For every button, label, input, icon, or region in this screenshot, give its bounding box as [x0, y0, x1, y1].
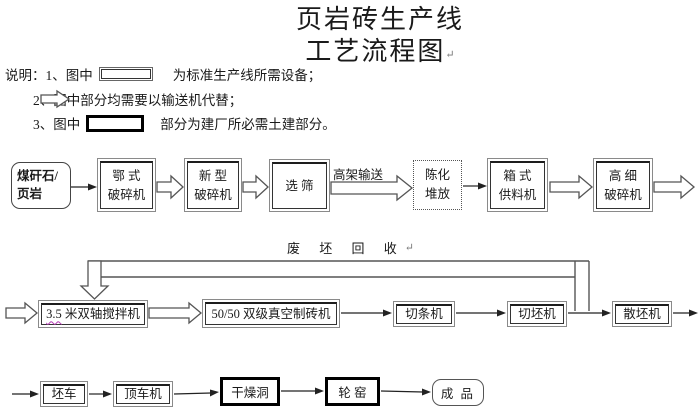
node-new-crusher: 新 型破碎机	[184, 158, 242, 212]
arrow-aging-to-feeder	[463, 182, 487, 190]
arrow-row3-entry	[12, 390, 39, 398]
node-jaw-crusher: 鄂 式破碎机	[97, 158, 156, 212]
hollow-arrow-mixer-to-vacuum	[148, 301, 203, 325]
node-brick-cart: 坯车	[40, 381, 88, 407]
legend-intro: 说明：	[5, 68, 46, 83]
legend-1-post: 为标准生产线所需设备；	[172, 68, 322, 83]
node-box-feeder: 箱 式供料机	[487, 158, 548, 212]
title-line2: 工艺流程图↵	[305, 36, 455, 66]
legend-2-post: 部分均需要以输送机代替；	[80, 93, 243, 108]
title-line1: 页岩砖生产线	[295, 5, 464, 34]
arrow-spreader-exit	[673, 309, 698, 317]
node-screen: 选 筛	[269, 159, 330, 212]
hollow-arrow-jaw-to-new	[156, 174, 184, 200]
civil-box-symbol	[86, 114, 145, 132]
legend-1-pre: 图中	[65, 68, 93, 83]
legend-3-pre: 图中	[53, 117, 81, 132]
node-strip-cutter: 切条机	[393, 301, 455, 327]
arrow-source-to-jaw	[71, 183, 97, 191]
hollow-arrow-new-to-screen	[242, 174, 269, 200]
arrow-cart-to-pusher	[89, 390, 112, 398]
legend-3-no: 3、	[33, 117, 54, 132]
node-blank-cutter: 切坯机	[507, 301, 567, 327]
equipment-box-symbol	[98, 67, 153, 81]
return-mark-icon: ↵	[445, 48, 455, 61]
arrow-drying-to-kiln	[281, 387, 324, 395]
arrow-kiln-to-product	[380, 388, 431, 396]
hollow-arrow-feeder-to-fine	[549, 174, 594, 200]
page-title: 页岩砖生产线 工艺流程图↵	[235, 4, 525, 67]
raw-material-line1: 煤矸石/	[17, 169, 58, 183]
legend-3-post: 部分为建厂所必需土建部分。	[160, 117, 336, 132]
node-fine-crusher: 高 细破碎机	[593, 158, 653, 212]
legend-item-1: 说明： 1、 图中 为标准生产线所需设备；	[5, 64, 321, 84]
node-finished-product: 成 品	[432, 379, 484, 406]
arrow-vacuum-to-stripcutter	[341, 309, 392, 317]
arrow-stripcutter-to-blankcutter	[456, 309, 506, 317]
node-blank-spreader: 散坯机	[612, 301, 672, 327]
raw-material-line2: 页岩	[17, 186, 43, 201]
hollow-arrow-elevated-conveyor	[330, 174, 414, 202]
arrow-pusher-to-drying	[173, 389, 219, 397]
legend-item-2: 2、 图中 部分均需要以输送机代替；	[33, 89, 242, 109]
node-ring-kiln: 轮 窑	[325, 377, 380, 406]
node-aging-stockpile: 陈化堆放	[413, 160, 462, 210]
return-mark-icon: ↵	[404, 242, 414, 254]
hollow-arrow-fine-exit	[653, 174, 696, 200]
hollow-arrow-symbol	[40, 89, 71, 109]
hollow-arrow-row2-entry	[5, 301, 39, 325]
recycle-channel	[79, 260, 590, 311]
hollow-arrow-recycle-down	[79, 260, 110, 300]
node-vacuum-brick-machine: 50/50 双级真空制砖机	[202, 299, 340, 328]
node-twin-shaft-mixer: 3.5 米双轴搅拌机	[38, 300, 148, 328]
legend-1-no: 1、	[45, 68, 66, 83]
node-drying-tunnel: 干燥洞	[220, 377, 280, 406]
recycle-label: 废 坯 回 收↵	[287, 241, 414, 256]
node-raw-material: 煤矸石/ 页岩	[11, 162, 71, 209]
node-pusher-machine: 顶车机	[113, 381, 173, 407]
elevated-conveyor-label: 高架输送	[333, 168, 384, 182]
legend-item-3: 3、 图中 部分为建厂所必需土建部分。	[33, 113, 336, 133]
arrow-blankcutter-to-spreader	[568, 309, 611, 317]
